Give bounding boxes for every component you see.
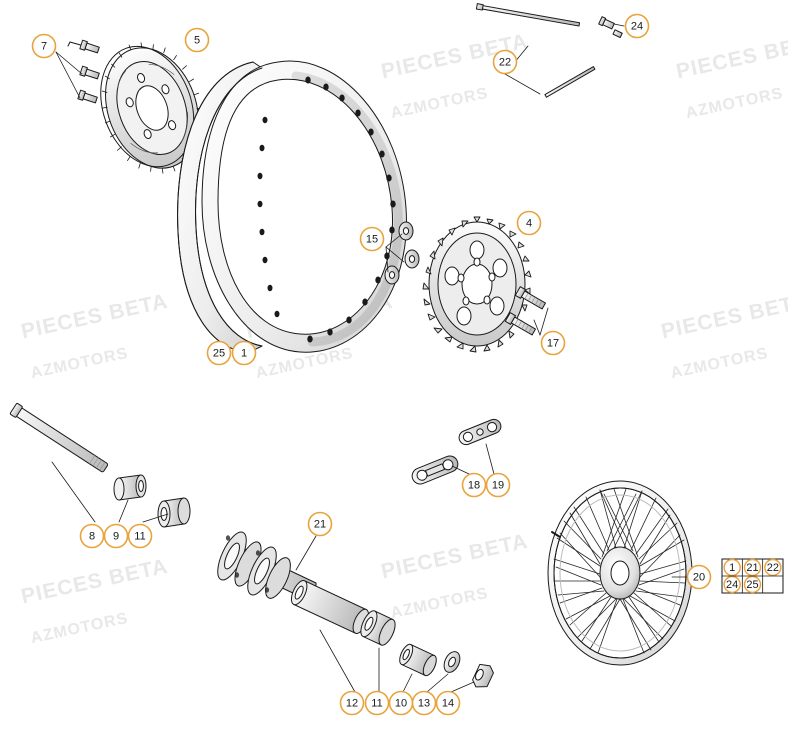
callout-18[interactable]: 18	[461, 472, 487, 498]
callout-7[interactable]: 7	[31, 33, 57, 59]
chain-links-18-19	[411, 418, 502, 485]
legend-cell[interactable]: 22	[764, 558, 782, 577]
legend-label: 1	[729, 562, 735, 574]
callout-label: 22	[499, 57, 511, 69]
callout-9[interactable]: 9	[103, 523, 129, 549]
callout-label: 17	[547, 338, 559, 350]
bearing-part-11-left	[142, 497, 191, 528]
legend-cell[interactable]: 1	[723, 558, 741, 577]
callout-13[interactable]: 13	[411, 690, 437, 716]
callout-12[interactable]: 12	[339, 690, 365, 716]
callout-label: 5	[194, 35, 200, 47]
sprocket-hardware-15-17	[384, 221, 549, 336]
callout-label: 25	[213, 348, 225, 360]
spacer-part-9	[113, 474, 147, 523]
callout-label: 7	[41, 41, 47, 53]
callout-14[interactable]: 14	[435, 690, 461, 716]
legend-box: 1 21 22 24 25	[721, 558, 784, 594]
callout-19[interactable]: 19	[485, 472, 511, 498]
callout-label: 8	[89, 531, 95, 543]
axle-part-8	[9, 403, 109, 523]
disc-bolts-part-7	[55, 39, 100, 104]
callout-label: 11	[371, 698, 382, 710]
sprocket-part-4	[422, 216, 532, 353]
nut-part-14	[450, 663, 494, 693]
legend-cell[interactable]: 24	[723, 575, 741, 594]
callout-8[interactable]: 8	[79, 523, 105, 549]
callout-10[interactable]: 10	[388, 690, 414, 716]
callout-1[interactable]: 1	[231, 340, 257, 366]
legend-cell[interactable]: 21	[743, 558, 762, 577]
callout-label: 11	[134, 531, 145, 543]
brake-disc-part-5	[55, 39, 203, 174]
callout-label: 15	[366, 234, 378, 246]
callout-11[interactable]: 11	[127, 523, 153, 549]
legend-label: 21	[746, 562, 758, 574]
callout-label: 14	[442, 698, 454, 710]
callout-25[interactable]: 25	[206, 340, 232, 366]
nipple-part-24	[598, 16, 625, 39]
callout-15[interactable]: 15	[359, 226, 385, 252]
callout-21[interactable]: 21	[307, 511, 333, 537]
callout-label: 20	[693, 572, 705, 584]
callout-22[interactable]: 22	[492, 49, 518, 75]
callout-5[interactable]: 5	[184, 27, 210, 53]
legend-label: 25	[746, 579, 758, 591]
callout-label: 9	[113, 531, 119, 543]
callout-11[interactable]: 11	[364, 690, 390, 716]
complete-wheel-part-20	[547, 480, 693, 666]
callout-4[interactable]: 4	[516, 210, 542, 236]
callout-label: 1	[241, 348, 247, 360]
callout-label: 4	[526, 218, 532, 230]
legend-cell[interactable]: 25	[743, 575, 762, 594]
callout-20[interactable]: 20	[686, 564, 712, 590]
callout-label: 10	[395, 698, 407, 710]
callout-label: 19	[492, 480, 504, 492]
callout-label: 13	[418, 698, 430, 710]
collar-part-10	[399, 643, 437, 693]
legend-label: 22	[767, 562, 779, 574]
callout-label: 12	[346, 698, 358, 710]
callout-label: 24	[631, 21, 643, 33]
spacer-tube-part-12	[290, 580, 370, 693]
callout-17[interactable]: 17	[540, 330, 566, 356]
callout-label: 18	[468, 480, 480, 492]
callout-24[interactable]: 24	[624, 13, 650, 39]
bearing-part-11-right	[360, 610, 396, 693]
rim-part-1	[177, 60, 407, 353]
washer-part-13	[426, 651, 461, 693]
spokes-part-22	[475, 3, 596, 98]
legend-label: 24	[726, 579, 738, 591]
callout-label: 21	[314, 519, 326, 531]
